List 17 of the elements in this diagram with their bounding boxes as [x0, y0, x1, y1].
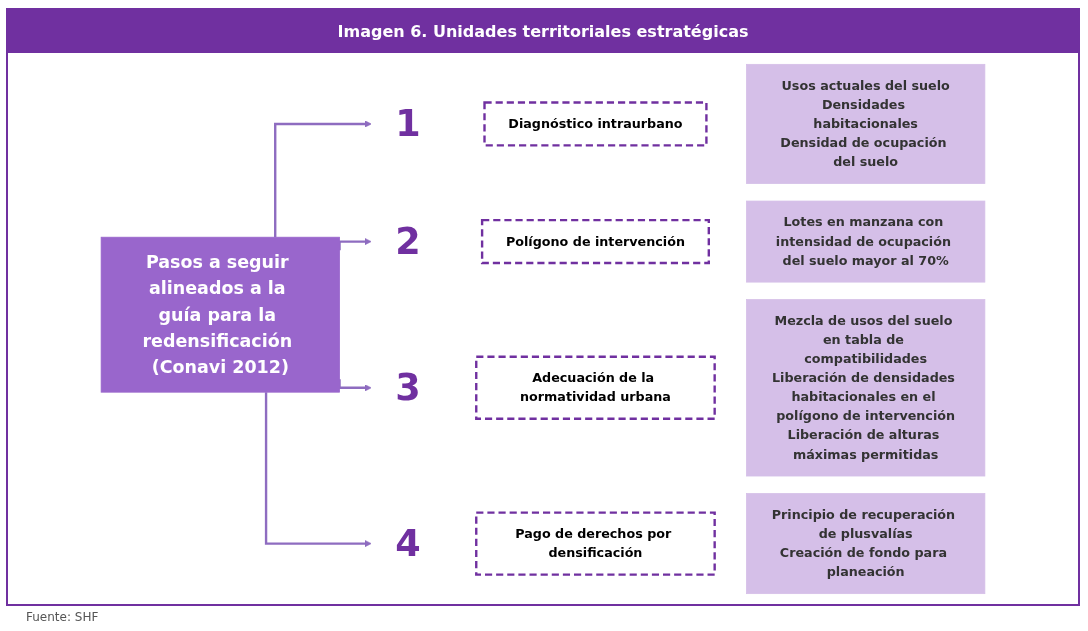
node-text: 2 — [395, 219, 421, 263]
arrow — [274, 120, 372, 238]
node-box: Adecuación de la normatividad urbana — [475, 355, 716, 420]
caption: Fuente: SHF — [26, 610, 99, 624]
node-text: 3 — [395, 365, 421, 409]
node-box: Polígono de intervención — [480, 218, 710, 265]
node-box: Usos actuales del suelo Densidades habitacionales Densidad de ocupación del suelo — [746, 63, 986, 184]
node-box: Pasos a seguir alineados a la guía para la redensificación (Conavi 2012) — [100, 236, 340, 393]
node-box: Principio de recuperación de plusvalías Creación de fondo para planeación — [746, 493, 986, 595]
arrow — [264, 392, 372, 548]
node-box: Lotes en manzana con intensidad de ocupación del suelo mayor al 70% — [746, 200, 986, 283]
node-box: Mezcla de usos del suelo en tabla de compatibilidades Liberación de densidades habitacionales en el polígono de intervención Liberación de alturas máximas permitidas — [746, 299, 986, 477]
title-banner: Imagen 6. Unidades territoriales estratégicas — [8, 10, 1078, 53]
node-text: 4 — [395, 521, 421, 565]
node-text: 1 — [395, 102, 421, 146]
node-box: Pago de derechos por densificación — [475, 511, 716, 576]
node-box: Diagnóstico intraurbano — [483, 101, 708, 147]
